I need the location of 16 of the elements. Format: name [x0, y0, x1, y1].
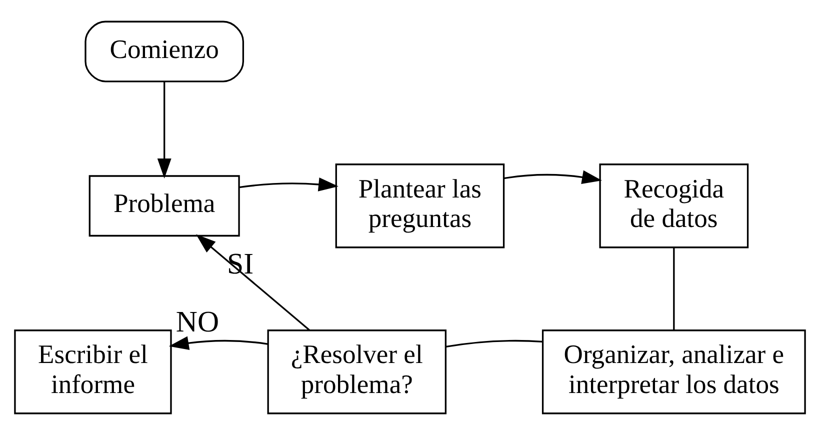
node-box: Comienzo	[84, 20, 244, 82]
arrow	[239, 176, 338, 191]
edge-label: NO	[176, 305, 220, 338]
arrow	[168, 336, 268, 350]
node-box: Problema	[88, 174, 240, 236]
node-box: ¿Resolver el problema?	[267, 329, 447, 414]
arrow	[504, 170, 602, 184]
node-box: Recogida de datos	[599, 163, 749, 248]
connector	[673, 247, 675, 330]
node-box: Plantear las preguntas	[335, 163, 505, 248]
arrow	[196, 234, 310, 330]
edge-label: SI	[227, 247, 254, 280]
connector	[446, 339, 543, 348]
node-box: Escribir el informe	[14, 329, 172, 414]
arrow	[157, 81, 172, 178]
node-box: Organizar, analizar e interpretar los datos	[542, 329, 806, 414]
